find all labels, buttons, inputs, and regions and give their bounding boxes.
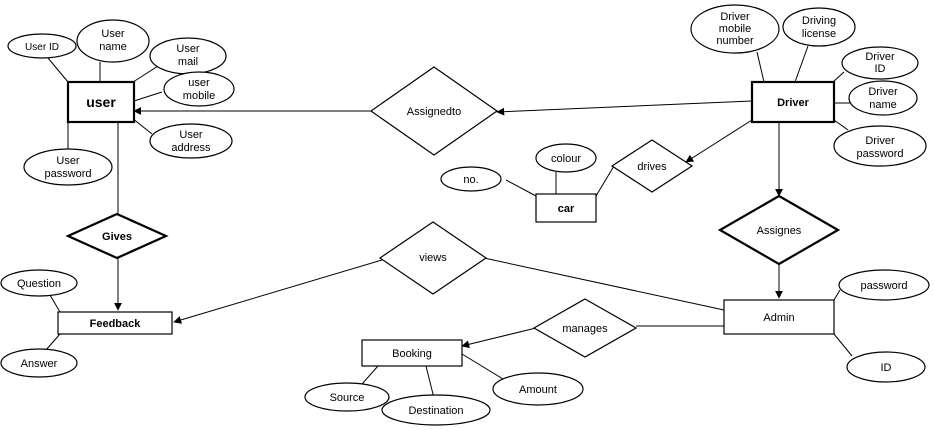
attribute-admin-password-label: password bbox=[860, 280, 907, 292]
entity-booking-label: Booking bbox=[392, 348, 432, 360]
entity-user[interactable]: user bbox=[66, 80, 136, 124]
entity-admin[interactable]: Admin bbox=[723, 299, 835, 335]
attribute-source[interactable]: Source bbox=[304, 382, 390, 412]
attribute-car-colour[interactable]: colour bbox=[535, 143, 597, 173]
connector-admin-views bbox=[483, 257, 725, 311]
attribute-destination-label: Destination bbox=[408, 405, 463, 417]
entity-feedback[interactable]: Feedback bbox=[57, 311, 173, 335]
attribute-source-label: Source bbox=[330, 392, 365, 404]
connector-driver-assignedto bbox=[496, 100, 753, 116]
connector-destination bbox=[425, 365, 435, 399]
connector-source bbox=[361, 365, 379, 385]
connector-answer bbox=[45, 333, 61, 351]
attribute-admin-id-label: ID bbox=[881, 362, 892, 374]
attribute-amount[interactable]: Amount bbox=[492, 372, 584, 406]
entity-car[interactable]: car bbox=[535, 193, 597, 223]
connector-car-no bbox=[505, 179, 537, 197]
attribute-user-id[interactable]: User ID bbox=[7, 33, 77, 59]
relationship-views[interactable]: views bbox=[378, 221, 488, 295]
relationship-drives[interactable]: drives bbox=[610, 139, 694, 193]
entity-user-label: user bbox=[86, 94, 116, 110]
relationship-gives-label: Gives bbox=[102, 231, 132, 243]
connector-driver-drives bbox=[685, 119, 753, 163]
connector-user-id bbox=[47, 57, 69, 83]
entity-admin-label: Admin bbox=[763, 312, 794, 324]
attribute-answer-label: Answer bbox=[21, 358, 58, 370]
attribute-admin-password[interactable]: password bbox=[838, 269, 930, 301]
attribute-user-id-label: User ID bbox=[25, 42, 59, 53]
connector-views-feedback bbox=[173, 259, 383, 324]
attribute-answer[interactable]: Answer bbox=[0, 348, 78, 378]
entity-driver[interactable]: Driver bbox=[750, 80, 836, 124]
connector-driver-password bbox=[833, 119, 849, 131]
entity-booking[interactable]: Booking bbox=[361, 339, 463, 367]
attribute-destination[interactable]: Destination bbox=[381, 394, 491, 426]
connector-user-mobile bbox=[133, 91, 163, 102]
relationship-views-label: views bbox=[419, 252, 447, 264]
connector-admin-id bbox=[833, 333, 853, 357]
relationship-assignedto[interactable]: Assignedto bbox=[369, 66, 499, 156]
relationship-drives-label: drives bbox=[637, 161, 667, 173]
connector-question bbox=[49, 294, 61, 313]
attribute-car-no-label: no. bbox=[463, 174, 478, 186]
entity-driver-label: Driver bbox=[777, 97, 810, 109]
attribute-car-no[interactable]: no. bbox=[440, 166, 502, 192]
relationship-assignes[interactable]: Assignes bbox=[717, 194, 841, 266]
attribute-question-label: Question bbox=[17, 278, 61, 290]
relationship-manages[interactable]: manages bbox=[532, 298, 638, 358]
connector-manages-booking bbox=[461, 327, 537, 349]
attribute-amount-label: Amount bbox=[519, 384, 557, 396]
connector-amount bbox=[461, 353, 509, 383]
attribute-car-colour-label: colour bbox=[551, 153, 581, 165]
relationship-assignedto-label: Assignedto bbox=[407, 106, 461, 118]
connectors bbox=[45, 45, 853, 399]
connector-driving-license bbox=[794, 45, 809, 83]
relationship-manages-label: manages bbox=[562, 323, 608, 335]
entity-car-label: car bbox=[558, 203, 575, 215]
relationship-assignes-label: Assignes bbox=[757, 225, 802, 237]
connector-user-address bbox=[131, 117, 153, 135]
attribute-question[interactable]: Question bbox=[0, 269, 78, 297]
attribute-admin-id[interactable]: ID bbox=[846, 351, 926, 383]
entity-feedback-label: Feedback bbox=[90, 318, 142, 330]
connector-drives-car bbox=[595, 165, 615, 197]
connector-admin-password bbox=[833, 289, 841, 301]
relationship-gives[interactable]: Gives bbox=[65, 212, 169, 260]
connector-driver-id bbox=[832, 71, 845, 83]
connector-driver-mobile bbox=[756, 51, 765, 83]
